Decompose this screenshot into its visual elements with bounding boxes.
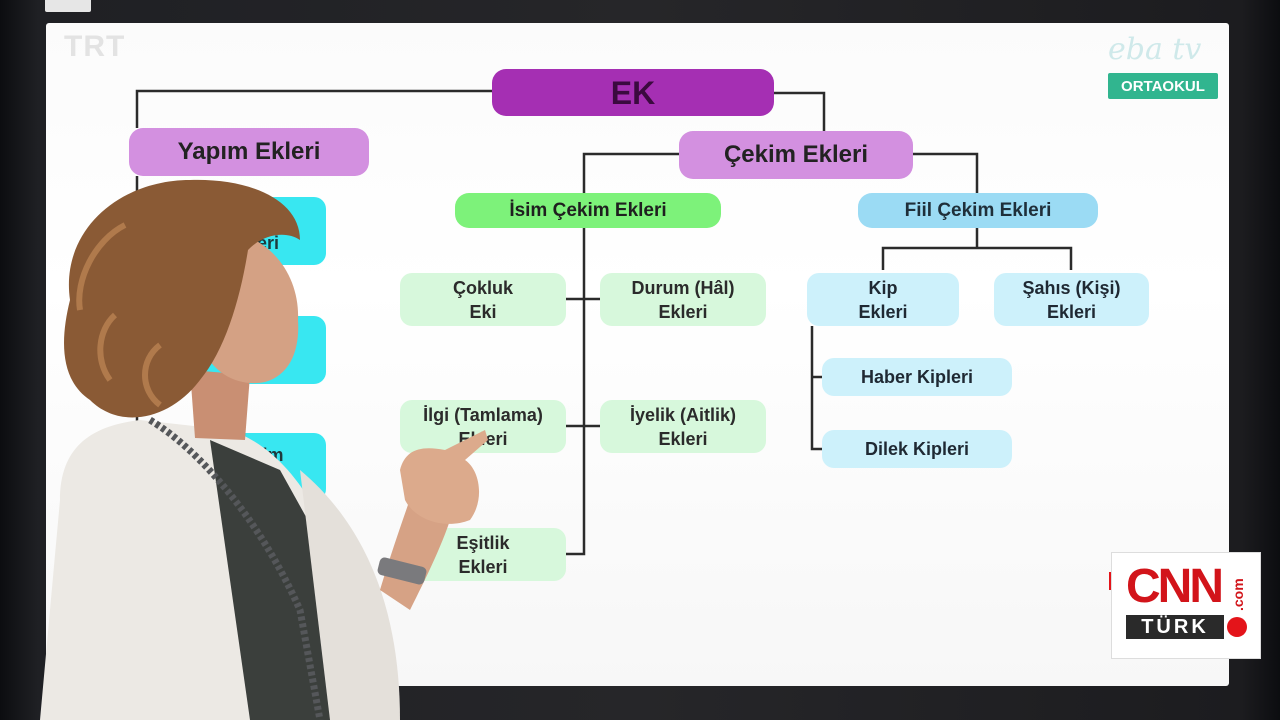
line-root-cekim: [774, 91, 826, 131]
node-cokluk-eki: Çokluk Eki: [400, 273, 566, 326]
node-kip-ekleri: Kip Ekleri: [807, 273, 959, 326]
node-cekim-ekleri: Çekim Ekleri: [679, 131, 913, 179]
node-yapim-child-3: İsim leri: [205, 433, 326, 501]
node-yapim-child-1: m leri: [205, 197, 326, 265]
node-ek: EK: [492, 69, 774, 116]
node-yapim-ekleri: Yapım Ekleri: [129, 128, 369, 176]
node-haber-kipleri: Haber Kipleri: [822, 358, 1012, 396]
line-cekim-fiil: [912, 152, 979, 193]
cnn-red-tick: [1109, 572, 1114, 590]
node-dilek-kipleri: Dilek Kipleri: [822, 430, 1012, 468]
node-sahis-ekleri: Şahıs (Kişi) Ekleri: [994, 273, 1149, 326]
cnn-com-suffix: .com: [1230, 578, 1246, 611]
node-durum-ekleri: Durum (Hâl) Ekleri: [600, 273, 766, 326]
line-cekim-isim: [582, 152, 680, 193]
line-root-yapim: [135, 89, 492, 128]
node-isim-cekim-ekleri: İsim Çekim Ekleri: [455, 193, 721, 228]
cnn-wordmark: CNN: [1126, 560, 1224, 613]
node-esitlik-ekleri: Eşitlik Ekleri: [400, 528, 566, 581]
trt-logo: TRT: [64, 30, 126, 63]
node-yapim-child-2: Fiil kleri: [205, 316, 326, 384]
top-tag: [45, 0, 91, 12]
node-iyelik-ekleri: İyelik (Aitlik) Ekleri: [600, 400, 766, 453]
cnn-turk-logo: CNN .com TÜRK: [1112, 553, 1260, 658]
ortaokul-badge: ORTAOKUL: [1108, 73, 1218, 99]
node-fiil-cekim-ekleri: Fiil Çekim Ekleri: [858, 193, 1098, 228]
node-ilgi-ekleri: İlgi (Tamlama) Ekleri: [400, 400, 566, 453]
edu-tv-logo: eba tv: [1108, 32, 1202, 67]
turk-bar: TÜRK: [1126, 615, 1224, 639]
line-isim-trunk: [566, 228, 586, 556]
cnn-red-dot: [1227, 617, 1247, 637]
line-kip-trunk: [810, 326, 824, 451]
line-fiil-branch: [881, 246, 1073, 270]
